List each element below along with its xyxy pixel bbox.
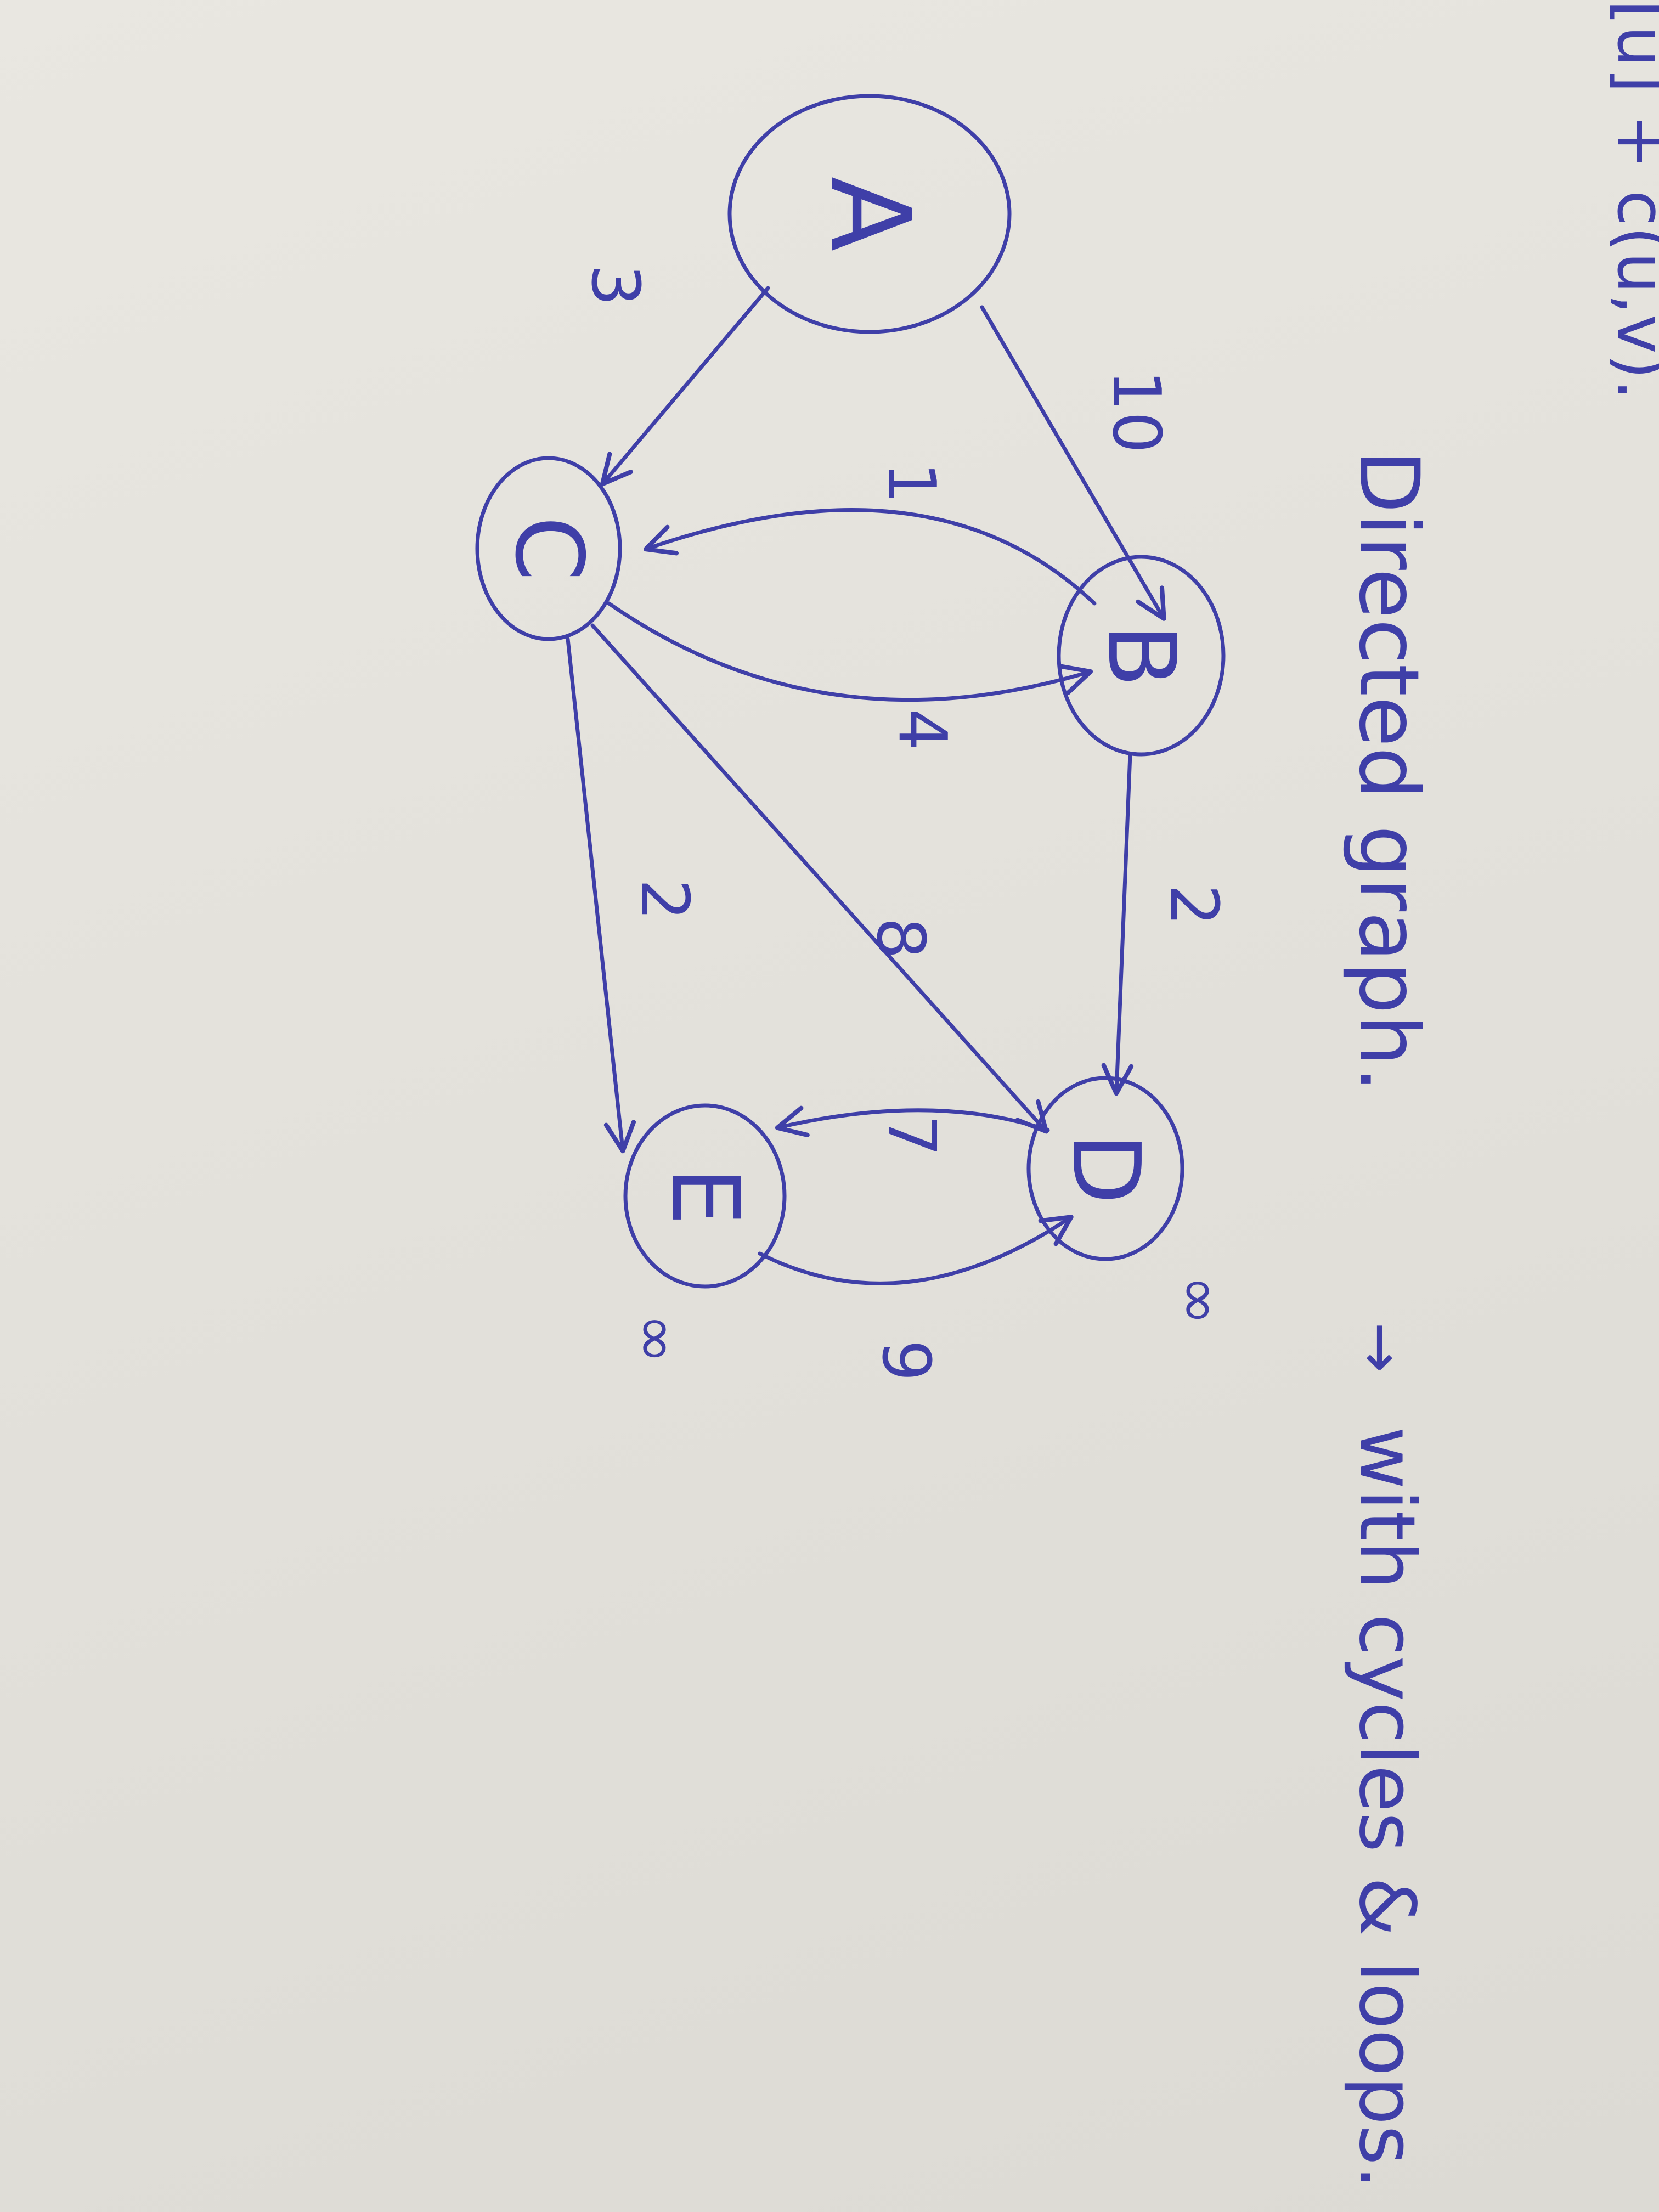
edge-weight-d-e: 7 [873, 1115, 949, 1156]
edge-weight-e-d: 9 [867, 1340, 944, 1381]
note-group: → with cycles & loops. [1342, 1322, 1431, 2190]
edge-weight-b-c: 1 [873, 462, 949, 504]
edge-c-to-d [590, 623, 1049, 1134]
node-label-a: A [806, 177, 934, 252]
node-circle-c [475, 456, 622, 641]
edge-weight-a-b: 10 [1098, 370, 1174, 454]
node-circle-b [1057, 555, 1226, 757]
edge-weight-c-d: 8 [862, 917, 938, 959]
arrow-glyph: → [1346, 1322, 1417, 1373]
distance-mark-e: ∞ [622, 1313, 692, 1364]
node-label-c: C [494, 516, 603, 582]
node-d: D [1026, 1076, 1184, 1261]
node-label-b: B [1087, 624, 1195, 688]
edge-weight-b-d: 2 [1155, 884, 1232, 926]
header-formula: [u] + c(u,v). [1602, 0, 1659, 400]
node-e: E [623, 1103, 787, 1289]
edge-e-to-d [758, 1215, 1074, 1285]
edge-weight-c-b: 4 [884, 709, 960, 751]
node-a: A [727, 94, 1012, 334]
edge-b-to-d [1101, 752, 1134, 1096]
node-b: B [1057, 555, 1226, 757]
edge-c-to-b [607, 601, 1093, 702]
node-circle-d [1026, 1076, 1184, 1261]
edge-weight-c-e: 2 [626, 879, 702, 921]
edge-a-to-b [980, 305, 1166, 621]
edge-c-to-e [566, 637, 636, 1154]
title-text: Directed graph. [1341, 450, 1436, 1092]
node-label-e: E [651, 1166, 759, 1225]
edges-layer [566, 286, 1166, 1285]
edge-b-to-c [643, 508, 1097, 606]
header-formula-group: [u] + c(u,v). [1602, 0, 1659, 400]
weights-layer: 10 3 1 4 2 8 2 7 9 [577, 264, 1232, 1381]
edge-weight-a-c: 3 [577, 264, 653, 306]
note-text: with cycles & loops. [1342, 1426, 1431, 2190]
distance-mark-d: ∞ [1165, 1275, 1235, 1325]
nodes-layer: A B C D E [475, 94, 1226, 1289]
node-circle-e [623, 1103, 787, 1289]
node-c: C [475, 456, 622, 641]
edge-d-to-e [775, 1105, 1050, 1137]
node-circle-a [727, 94, 1012, 334]
edge-a-to-c [600, 286, 770, 487]
title-group: Directed graph. [1341, 450, 1436, 1092]
node-label-d: D [1051, 1133, 1160, 1205]
distance-marks-layer: ∞∞ [622, 1275, 1235, 1364]
